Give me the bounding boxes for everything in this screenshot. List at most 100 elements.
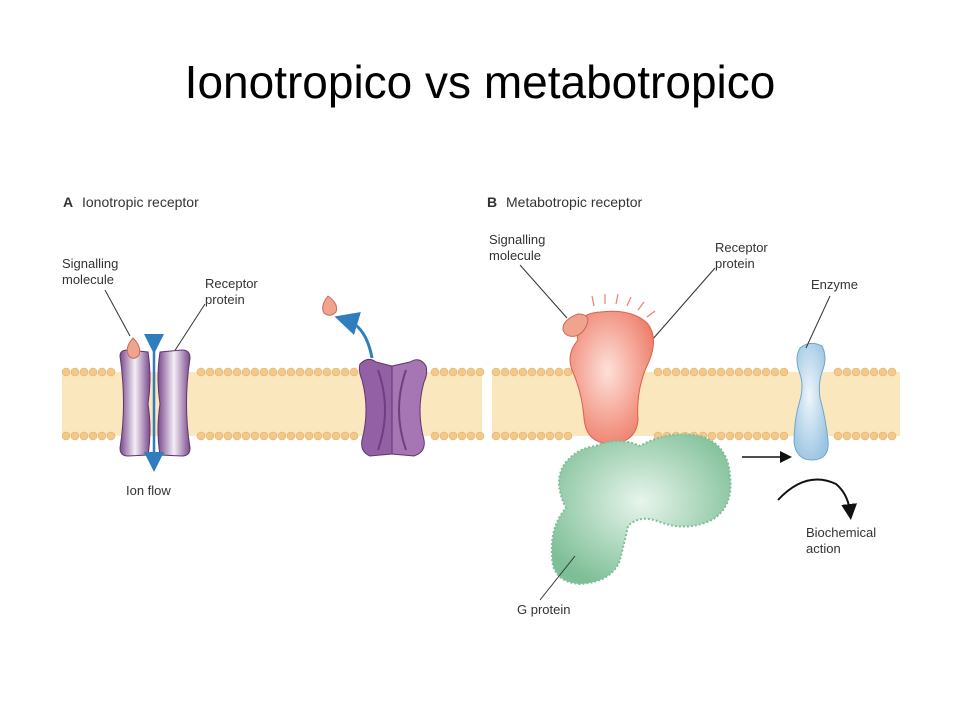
lipid-head: [887, 431, 897, 441]
lipid-head: [223, 367, 233, 377]
lipid-head: [304, 367, 314, 377]
receptor-leader-a: [171, 303, 206, 356]
lipid-head: [466, 431, 476, 441]
lipid-head: [860, 367, 870, 377]
lipid-head: [61, 367, 71, 377]
lipid-head: [518, 367, 528, 377]
released-molecule: [322, 295, 338, 316]
signalling-molecule-a: [126, 337, 141, 359]
lipid-head: [851, 367, 861, 377]
lipid-head: [70, 431, 80, 441]
lipid-head: [340, 431, 350, 441]
lipid-head: [457, 367, 467, 377]
release-arrow: [334, 311, 374, 359]
lipid-head: [259, 367, 269, 377]
lipid-head: [842, 431, 852, 441]
lipid-head: [277, 367, 287, 377]
enzyme: [793, 342, 829, 461]
lipid-head: [286, 431, 296, 441]
lipid-head: [545, 367, 555, 377]
lipid-head: [770, 431, 780, 441]
enzyme-leader: [805, 295, 831, 349]
lipid-head: [779, 367, 789, 377]
lipid-head: [878, 431, 888, 441]
lipid-head: [205, 431, 215, 441]
lipid-head: [527, 367, 537, 377]
lipid-head: [491, 367, 501, 377]
receptor-label-b-2: protein: [715, 256, 755, 271]
lipid-head: [106, 431, 116, 441]
lipid-head: [500, 431, 510, 441]
lipid-head: [536, 431, 546, 441]
signalling-label-a-1: Signalling: [62, 256, 118, 271]
lipid-head: [518, 431, 528, 441]
lipid-head: [205, 367, 215, 377]
lipid-head: [70, 367, 80, 377]
lipid-head: [887, 367, 897, 377]
lipid-head: [331, 431, 341, 441]
lipid-head: [268, 431, 278, 441]
receptor-label-a-1: Receptor: [205, 276, 258, 291]
lipid-head: [725, 431, 735, 441]
lipid-head: [331, 367, 341, 377]
lipid-head: [869, 431, 879, 441]
lipid-head: [106, 367, 116, 377]
lipid-head: [313, 431, 323, 441]
signalling-label-a-2: molecule: [62, 272, 114, 287]
lipid-head: [304, 431, 314, 441]
lipid-head: [349, 367, 359, 377]
lipid-head: [554, 431, 564, 441]
lipid-head: [743, 367, 753, 377]
g-protein: [550, 433, 732, 586]
lipid-head: [707, 367, 717, 377]
lipid-head: [563, 367, 573, 377]
lipid-head: [878, 367, 888, 377]
lipid-head: [842, 367, 852, 377]
lipid-head: [79, 367, 89, 377]
receptor-protein-b: [569, 293, 656, 445]
lipid-head: [457, 431, 467, 441]
lipid-head: [88, 367, 98, 377]
lipid-head: [500, 367, 510, 377]
lipid-head: [716, 431, 726, 441]
signalling-leader-b: [519, 264, 568, 319]
biochemical-action-arrow: [777, 478, 858, 520]
g-protein-leader: [539, 555, 576, 601]
lipid-head: [241, 367, 251, 377]
lipid-head: [250, 431, 260, 441]
panel-a-title: Ionotropic receptor: [82, 194, 199, 210]
lipid-head: [734, 367, 744, 377]
lipid-head: [88, 431, 98, 441]
receptor-label-b-1: Receptor: [715, 240, 768, 255]
panel-b-letter: B: [487, 194, 497, 210]
signalling-leader-a: [104, 289, 131, 337]
lipid-head: [286, 367, 296, 377]
lipid-head: [295, 367, 305, 377]
ion-channel-open: [119, 349, 191, 457]
lipid-head: [860, 431, 870, 441]
lipid-head: [97, 367, 107, 377]
lipid-head: [509, 367, 519, 377]
lipid-head: [707, 431, 717, 441]
signalling-label-b-2: molecule: [489, 248, 541, 263]
receptor-label-a-2: protein: [205, 292, 245, 307]
lipid-head: [761, 431, 771, 441]
lipid-head: [61, 431, 71, 441]
lipid-head: [752, 431, 762, 441]
lipid-head: [536, 367, 546, 377]
lipid-head: [752, 367, 762, 377]
lipid-head: [833, 367, 843, 377]
enzyme-label: Enzyme: [811, 277, 858, 292]
receptor-leader-b: [651, 267, 716, 341]
lipid-head: [509, 431, 519, 441]
lipid-head: [770, 367, 780, 377]
lipid-head: [268, 367, 278, 377]
panel-a-letter: A: [63, 194, 73, 210]
lipid-head: [743, 431, 753, 441]
signalling-molecule-b: [562, 313, 589, 337]
lipid-head: [833, 431, 843, 441]
lipid-head: [241, 431, 251, 441]
lipid-head: [97, 431, 107, 441]
lipid-head: [466, 367, 476, 377]
lipid-head: [475, 367, 485, 377]
